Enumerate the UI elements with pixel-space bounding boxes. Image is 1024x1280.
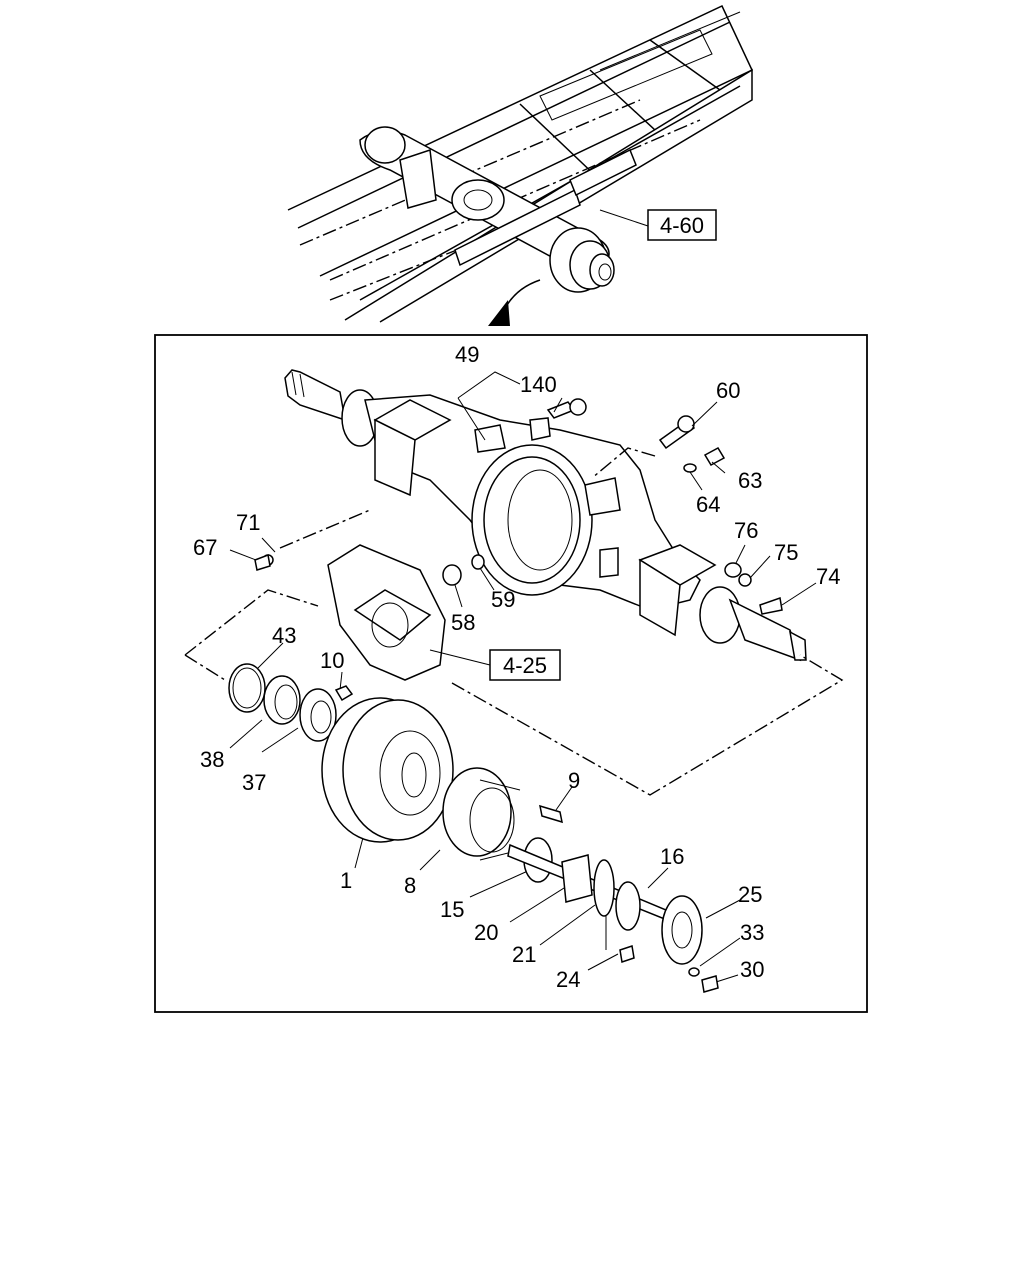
carrier-reference-label: 4-25 bbox=[503, 653, 547, 678]
callout-71: 71 bbox=[236, 510, 260, 535]
callout-21: 21 bbox=[512, 942, 536, 967]
callout-25: 25 bbox=[738, 882, 762, 907]
callout-63: 63 bbox=[738, 468, 762, 493]
leader-lines bbox=[184, 371, 844, 983]
callout-38: 38 bbox=[200, 747, 224, 772]
callout-24: 24 bbox=[556, 967, 580, 992]
callout-9: 9 bbox=[568, 768, 580, 793]
callout-59: 59 bbox=[491, 587, 515, 612]
callout-64: 64 bbox=[696, 492, 720, 517]
callout-67: 67 bbox=[193, 535, 217, 560]
frame-reference-label: 4-60 bbox=[660, 213, 704, 238]
callout-75: 75 bbox=[774, 540, 798, 565]
callout-76: 76 bbox=[734, 518, 758, 543]
lower-exploded-parts bbox=[228, 663, 719, 993]
differential-carrier bbox=[327, 544, 446, 681]
callout-16: 16 bbox=[660, 844, 684, 869]
callout-30: 30 bbox=[740, 957, 764, 982]
chassis-overview: 4-60 bbox=[287, 5, 753, 326]
exploded-view-frame bbox=[154, 334, 868, 1013]
callout-49: 49 bbox=[455, 342, 479, 367]
callout-labels: 49 140 60 63 64 71 67 76 75 74 58 59 43 … bbox=[193, 342, 840, 992]
axle-housing bbox=[284, 369, 807, 662]
callout-43: 43 bbox=[272, 623, 296, 648]
callout-1: 1 bbox=[340, 868, 352, 893]
callout-10: 10 bbox=[320, 648, 344, 673]
callout-37: 37 bbox=[242, 770, 266, 795]
callout-58: 58 bbox=[451, 610, 475, 635]
callout-20: 20 bbox=[474, 920, 498, 945]
callout-15: 15 bbox=[440, 897, 464, 922]
callout-140: 140 bbox=[520, 372, 557, 397]
callout-33: 33 bbox=[740, 920, 764, 945]
callout-60: 60 bbox=[716, 378, 740, 403]
carrier-reference-box: 4-25 bbox=[489, 649, 561, 681]
housing-fasteners bbox=[254, 398, 783, 615]
callout-74: 74 bbox=[816, 564, 840, 589]
callout-8: 8 bbox=[404, 873, 416, 898]
